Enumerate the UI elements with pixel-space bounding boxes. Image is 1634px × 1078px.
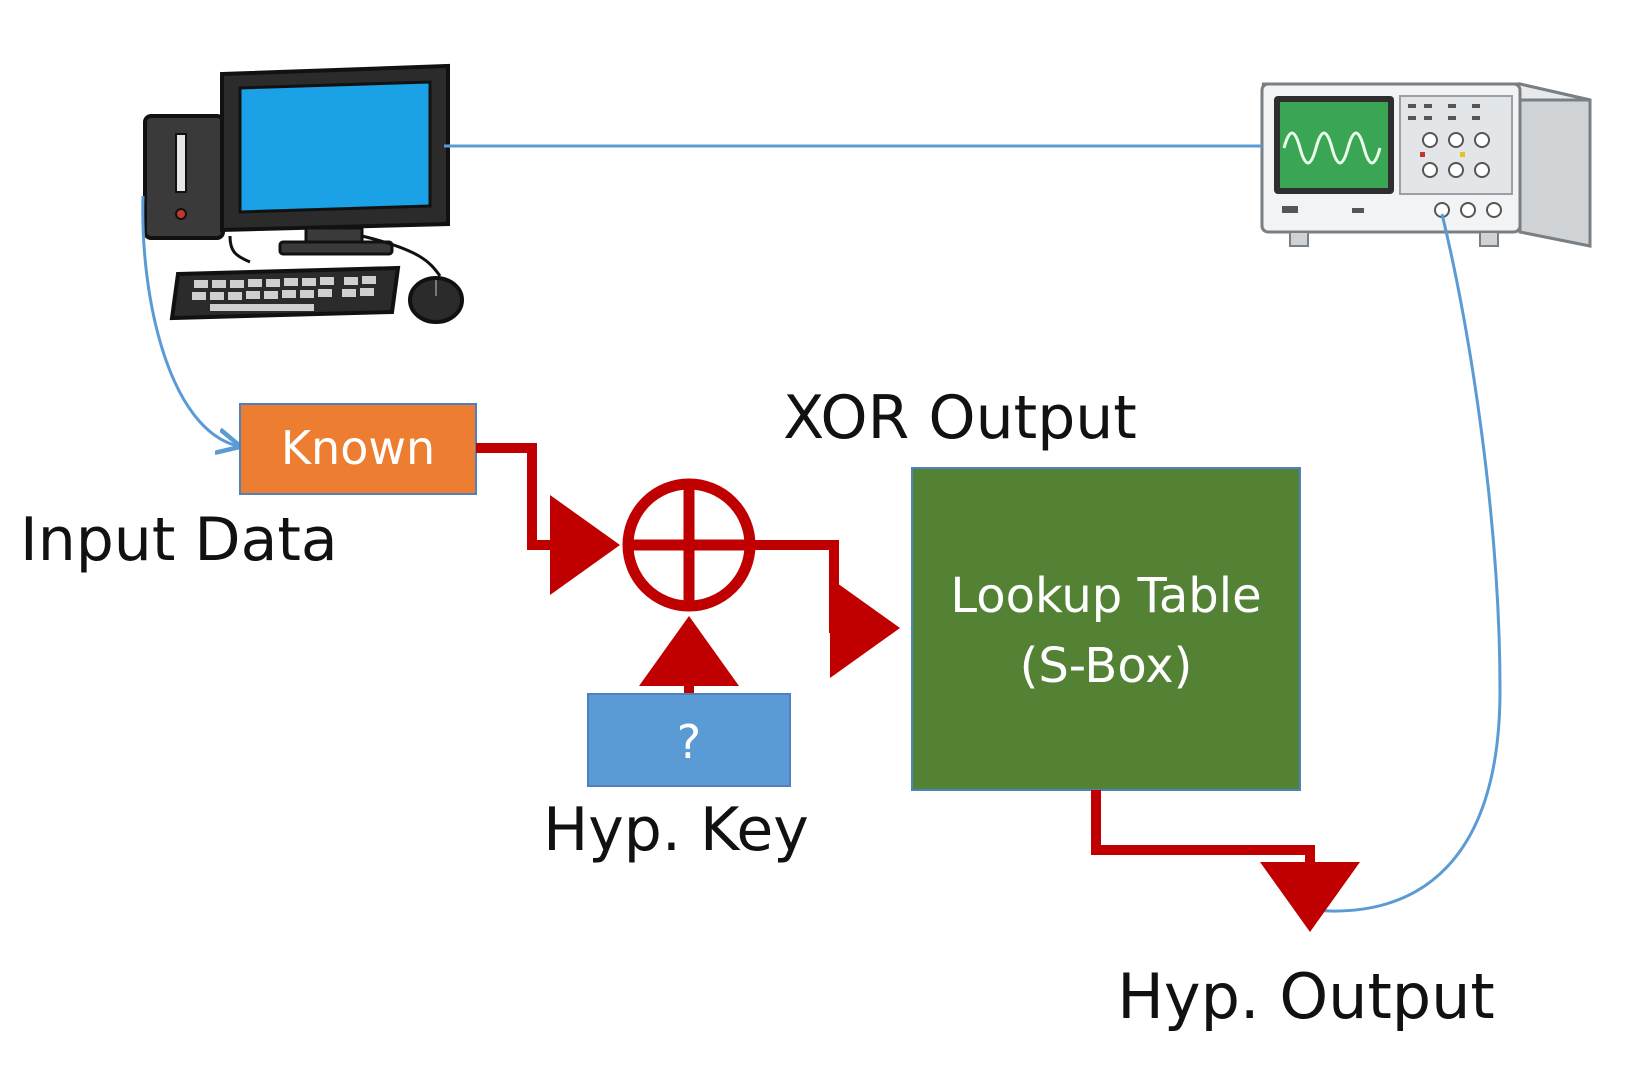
known-to-xor-path [476, 443, 620, 595]
sbox-title-line2: (S-Box) [1020, 638, 1193, 694]
known-label: Known [281, 421, 435, 475]
hyp-key-box-label: ? [677, 715, 701, 769]
known-input-box: Known [239, 403, 477, 495]
hyp-key-box: ? [587, 693, 791, 787]
scope-probe-line [1311, 213, 1502, 913]
pc-to-known-link [141, 195, 238, 446]
hyp-output-label: Hyp. Output [1117, 960, 1494, 1033]
xor-output-label: XOR Output [783, 383, 1137, 453]
sbox-to-output-path [1091, 790, 1360, 932]
desktop-computer-icon [143, 63, 464, 324]
hyp-key-label: Hyp. Key [543, 795, 809, 865]
sbox-title-line1: Lookup Table [950, 568, 1261, 624]
oscilloscope-icon [1260, 82, 1592, 248]
input-data-label: Input Data [20, 505, 338, 575]
xor-to-sbox-path [750, 540, 900, 678]
xor-operator-icon [622, 478, 756, 612]
sbox-lookup-table: Lookup Table (S-Box) [911, 467, 1301, 791]
